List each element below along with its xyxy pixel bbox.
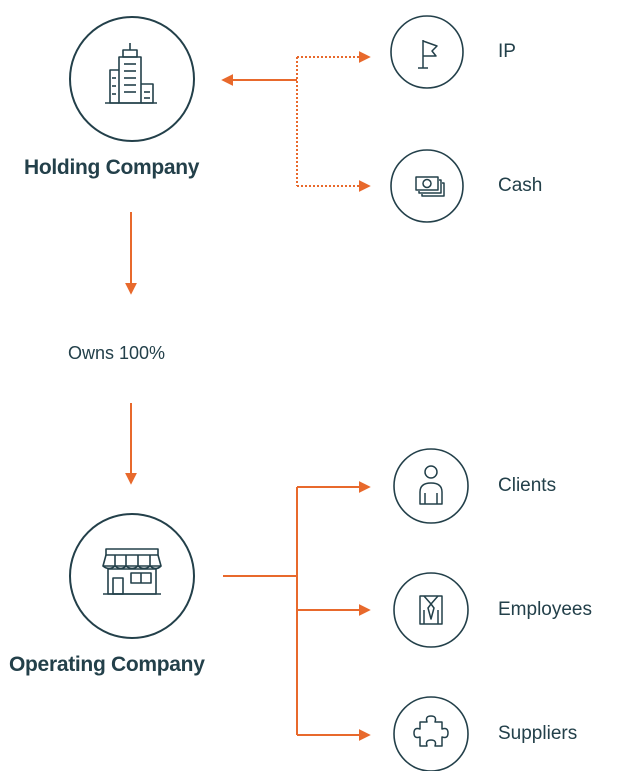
employees-label: Employees [498, 599, 592, 620]
suppliers-circle [393, 696, 469, 771]
clients-node [393, 448, 469, 524]
operating-company-label: Operating Company [9, 653, 205, 676]
holding-company-label: Holding Company [24, 156, 200, 179]
cash-circle [390, 149, 464, 223]
ownership-label: Owns 100% [68, 343, 166, 363]
suppliers-label: Suppliers [498, 723, 578, 744]
person-icon [419, 465, 443, 505]
suppliers-node [393, 696, 469, 771]
operating-company-circle [69, 513, 195, 639]
operating-relation-connectors [223, 481, 371, 741]
clients-circle [393, 448, 469, 524]
cash-icon [415, 176, 445, 197]
cash-node [390, 149, 464, 223]
employees-circle [393, 572, 469, 648]
office-building-icon [105, 43, 157, 104]
holding-company-node [69, 16, 195, 142]
shirt-tie-icon [419, 595, 443, 625]
ip-node [390, 15, 464, 89]
clients-label: Clients [498, 475, 557, 496]
ip-label: IP [498, 41, 516, 62]
employees-node [393, 572, 469, 648]
cash-label: Cash [498, 175, 543, 196]
flag-icon [418, 40, 438, 69]
holding-company-circle [69, 16, 195, 142]
puzzle-piece-icon [413, 715, 449, 747]
ip-circle [390, 15, 464, 89]
operating-company-node [69, 513, 195, 639]
holding-asset-connectors [221, 51, 371, 192]
storefront-icon [102, 548, 162, 595]
